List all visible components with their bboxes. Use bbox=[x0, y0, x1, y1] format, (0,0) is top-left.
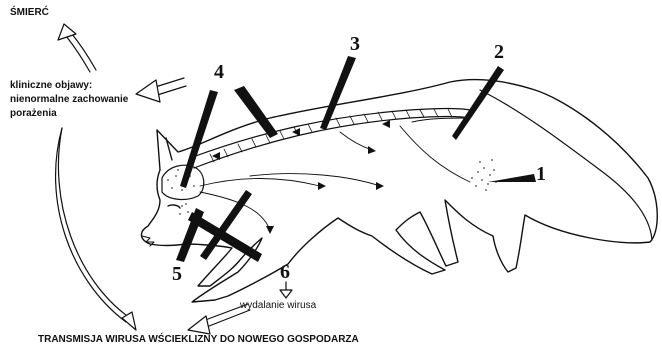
pointer-5b bbox=[188, 212, 262, 262]
marker-1: 1 bbox=[536, 164, 546, 184]
pointer-4b bbox=[234, 86, 278, 138]
clinical-signs-label-line3: porażenia bbox=[10, 108, 57, 120]
death-label: ŚMIERĆ bbox=[10, 7, 49, 19]
transmission-label: TRANSMISJA WIRUSA WŚCIEKLIZNY DO NOWEGO … bbox=[38, 334, 359, 346]
marker-4: 4 bbox=[214, 62, 224, 82]
marker-3: 3 bbox=[350, 34, 360, 54]
fox-body-outline bbox=[141, 80, 657, 302]
fox-tail bbox=[480, 90, 652, 240]
marker-2: 2 bbox=[494, 42, 504, 62]
marker-5: 5 bbox=[172, 264, 182, 284]
pointer-2 bbox=[452, 66, 504, 140]
pointer-1 bbox=[488, 174, 536, 182]
clinical-signs-label-line1: kliniczne objawy: bbox=[10, 80, 92, 92]
virus-shedding-label: wydalanie wirusa bbox=[240, 300, 316, 312]
flow-arrow-clinical-to-transmission bbox=[56, 128, 126, 322]
clinical-signs-label-line2: nienormalne zachowanie bbox=[10, 94, 128, 106]
marker-6: 6 bbox=[280, 262, 290, 282]
